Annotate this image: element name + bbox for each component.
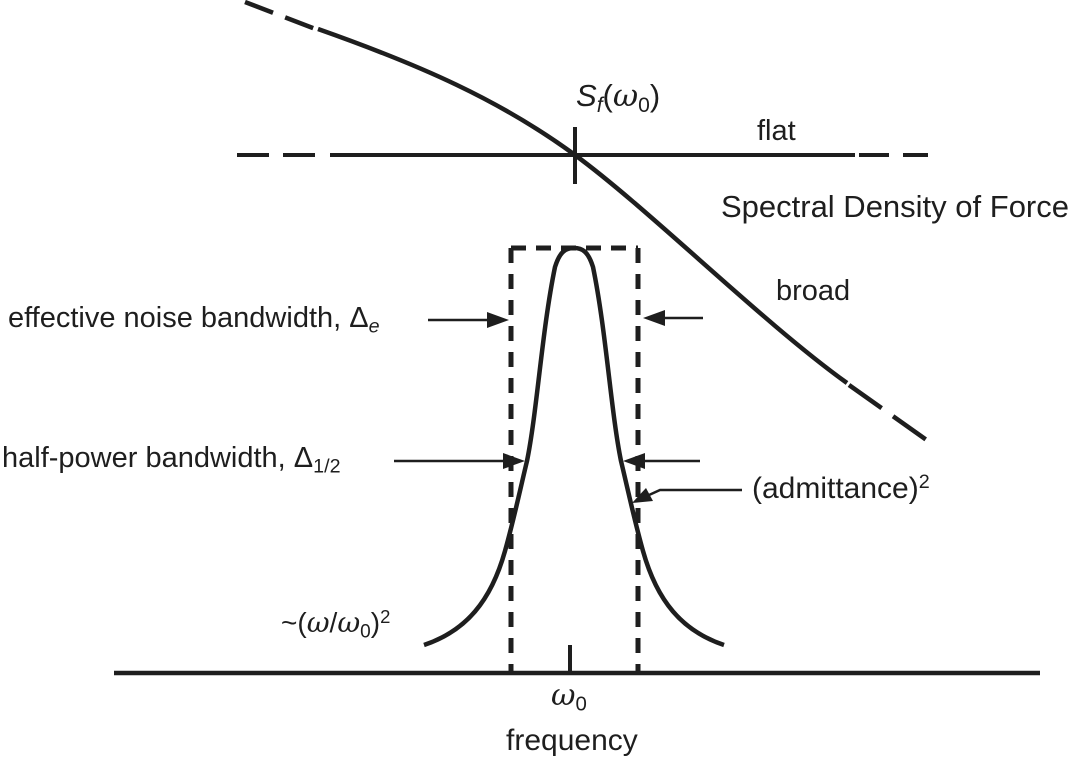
rolloff-pre: ~(: [281, 607, 307, 639]
omega0-subscript: 0: [575, 693, 587, 716]
admittance-peak-curve: [423, 245, 725, 648]
hpb-text: half-power bandwidth,: [2, 442, 294, 474]
rolloff-slash: /: [329, 607, 338, 639]
rolloff-subscript: 0: [360, 621, 371, 643]
spectral-density-value-label: Sf(ω0): [576, 78, 661, 117]
spectral-density-curve-dash-end: [847, 383, 930, 443]
sf-subscript: f: [596, 93, 603, 117]
effective-noise-arrow-left-head: [487, 312, 509, 328]
effective-noise-bandwidth-label: effective noise bandwidth, Δe: [8, 303, 380, 337]
flat-label: flat: [757, 115, 796, 147]
admittance-text: (admittance): [752, 471, 919, 505]
enb-subscript: e: [368, 315, 380, 338]
half-power-bandwidth-label: half-power bandwidth, Δ1/2: [2, 443, 341, 477]
admittance-pointer-shaft: [648, 488, 742, 497]
effective-noise-arrow-right-head: [643, 310, 665, 326]
hpb-subscript: 1/2: [313, 455, 341, 478]
rolloff-omega2: ω: [337, 606, 361, 640]
rolloff-label: ~(ω/ω0)2: [281, 607, 390, 643]
sf-omega-subscript: 0: [638, 93, 650, 117]
delta-icon: Δ: [349, 302, 369, 334]
frequency-axis-label: frequency: [506, 724, 638, 757]
admittance-pointer-head: [632, 488, 653, 503]
sf-close-paren: ): [649, 78, 661, 113]
sf-open-paren: (: [602, 78, 613, 113]
sf-base: S: [576, 78, 597, 113]
rolloff-omega1: ω: [306, 606, 330, 640]
delta-icon: Δ: [293, 442, 314, 474]
spectral-density-title: Spectral Density of Force: [720, 189, 1069, 224]
admittance-label: (admittance)2: [752, 471, 930, 505]
admittance-superscript: 2: [918, 471, 930, 493]
rolloff-superscript: 2: [380, 606, 391, 627]
half-power-arrow-right-head: [623, 453, 645, 469]
omega0-omega: ω: [551, 678, 576, 713]
omega0-tick-label: ω0: [551, 680, 587, 716]
half-power-arrow-left-head: [503, 453, 525, 469]
broad-label: broad: [776, 275, 851, 307]
spectral-density-curve-dash-start: [244, 0, 319, 33]
sf-omega: ω: [612, 78, 639, 114]
rolloff-close: ): [370, 607, 381, 639]
enb-text: effective noise bandwidth,: [8, 302, 350, 334]
